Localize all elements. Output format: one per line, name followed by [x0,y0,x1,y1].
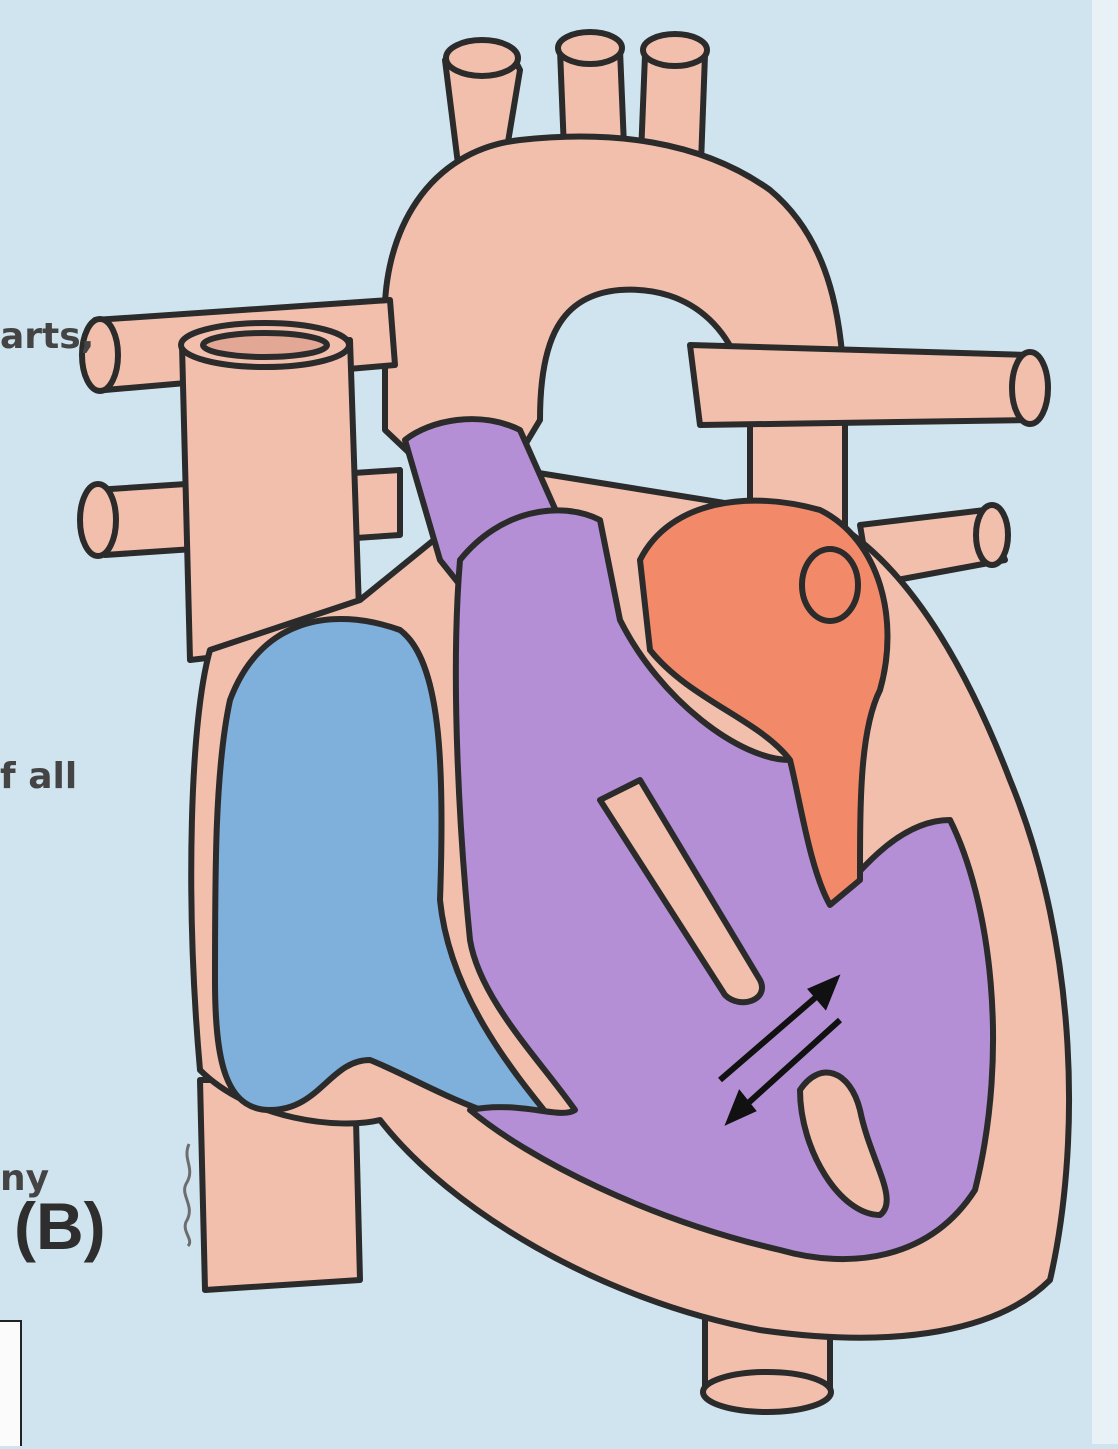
right-margin [1092,0,1118,1444]
pulmonary-vein-opening [799,546,861,624]
valve-leaflet [597,777,765,1006]
inset-box [0,1320,22,1446]
panel-label: (B) [14,1189,106,1263]
mixing-arrows [718,974,843,1126]
left-pulmonary-artery [687,342,1038,428]
artist-signature [183,1143,192,1248]
common-ventricle [452,507,997,1263]
text-fragment: arts, [0,316,95,357]
text-fragment: f all [0,756,78,797]
text-fragment: ny [0,1158,50,1199]
ventricular-septum [797,1069,890,1218]
